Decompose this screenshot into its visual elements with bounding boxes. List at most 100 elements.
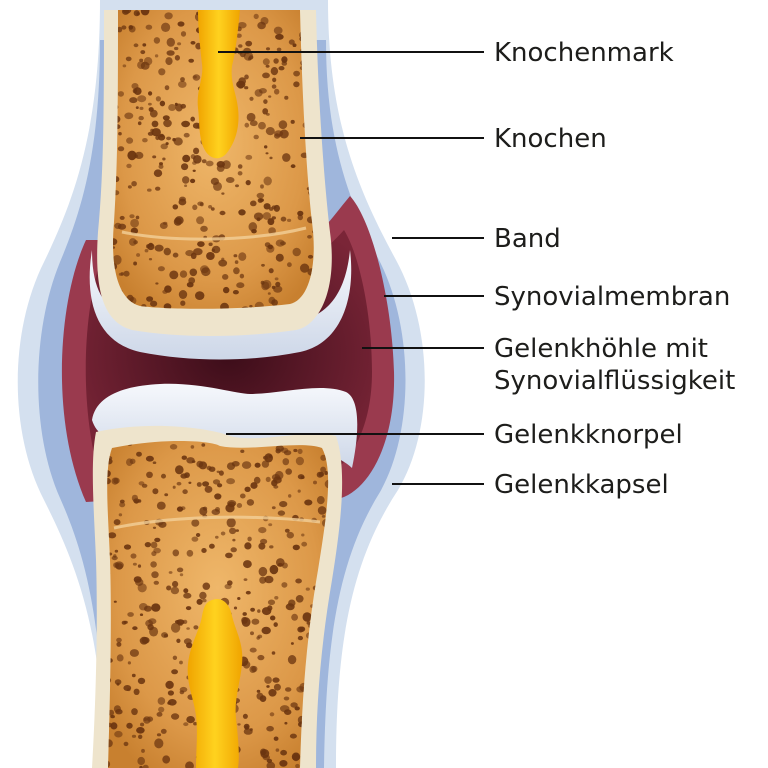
- bone-pore: [268, 689, 277, 697]
- bone-pore: [262, 108, 269, 115]
- bone-pore: [286, 531, 294, 539]
- bone-pore: [114, 730, 123, 738]
- bone-pore: [208, 205, 213, 209]
- bone-pore: [235, 184, 239, 188]
- bone-pore: [158, 706, 165, 713]
- bone-pore: [233, 267, 240, 275]
- bone-pore: [114, 549, 119, 553]
- bone-pore: [290, 702, 298, 708]
- bone-pore: [230, 547, 237, 553]
- bone-pore: [182, 619, 188, 625]
- bone-pore: [321, 515, 326, 518]
- bone-pore: [279, 760, 288, 767]
- bone-pore: [272, 677, 280, 683]
- bone-pore: [113, 554, 117, 558]
- bone-pore: [238, 252, 247, 261]
- bone-pore: [253, 212, 264, 221]
- bone-pore: [218, 470, 224, 476]
- bone-pore: [110, 715, 115, 719]
- bone-pore: [108, 532, 117, 539]
- bone-pore: [248, 222, 258, 232]
- bone-pore: [210, 207, 215, 211]
- bone-pore: [179, 270, 188, 278]
- bone-pore: [137, 677, 146, 685]
- bone-pore: [166, 585, 172, 591]
- bone-pore: [181, 455, 187, 460]
- bone-pore: [131, 181, 137, 187]
- label-synovialmembran: Synovialmembran: [494, 282, 730, 312]
- bone-pore: [292, 544, 300, 551]
- bone-pore: [242, 713, 248, 719]
- bone-pore: [141, 748, 145, 753]
- bone-pore: [264, 575, 274, 584]
- bone-pore: [282, 458, 290, 466]
- bone-pore: [271, 479, 278, 487]
- bone-pore: [139, 58, 144, 62]
- bone-pore: [249, 665, 257, 674]
- bone-pore: [133, 688, 140, 695]
- bone-pore: [241, 617, 251, 627]
- upper-bone-marrow: [197, 10, 240, 159]
- bone-pore: [192, 161, 197, 165]
- bone-pore: [145, 24, 153, 30]
- bone-pore: [183, 132, 190, 138]
- bone-pore: [266, 685, 270, 688]
- bone-pore: [114, 222, 122, 229]
- bone-pore: [148, 258, 153, 261]
- bone-pore: [287, 218, 292, 222]
- bone-pore: [250, 607, 256, 612]
- bone-pore: [256, 692, 264, 700]
- bone-pore: [246, 112, 256, 122]
- bone-pore: [257, 198, 263, 203]
- bone-pore: [262, 212, 272, 220]
- bone-pore: [171, 669, 179, 675]
- bone-pore: [182, 176, 190, 184]
- bone-pore: [172, 580, 179, 588]
- bone-pore: [244, 86, 249, 90]
- bone-pore: [190, 41, 196, 45]
- bone-pore: [245, 590, 251, 595]
- bone-pore: [107, 477, 111, 485]
- bone-pore: [237, 164, 243, 169]
- bone-pore: [122, 64, 127, 68]
- bone-pore: [220, 531, 226, 536]
- bone-pore: [145, 455, 154, 462]
- bone-pore: [182, 154, 191, 163]
- bone-pore: [153, 580, 159, 585]
- bone-pore: [204, 485, 213, 493]
- bone-pore: [201, 548, 207, 553]
- bone-pore: [271, 285, 276, 289]
- label-gelenkkapsel: Gelenkkapsel: [494, 470, 669, 500]
- bone-pore: [115, 563, 123, 570]
- bone-pore: [266, 47, 270, 51]
- bone-pore: [126, 137, 134, 144]
- bone-pore: [114, 679, 122, 685]
- bone-pore: [146, 296, 154, 302]
- bone-pore: [140, 722, 145, 727]
- bone-pore: [160, 728, 167, 734]
- bone-pore: [174, 46, 179, 51]
- bone-pore: [267, 605, 273, 611]
- bone-pore: [153, 169, 163, 177]
- bone-pore: [158, 164, 164, 169]
- bone-pore: [156, 501, 166, 510]
- bone-pore: [233, 254, 238, 258]
- bone-pore: [201, 159, 207, 164]
- bone-pore: [190, 154, 196, 160]
- bone-pore: [246, 499, 255, 506]
- bone-pore: [250, 200, 257, 207]
- bone-pore: [260, 749, 270, 759]
- bone-pore: [245, 154, 253, 160]
- bone-pore: [270, 615, 276, 621]
- bone-pore: [324, 471, 329, 475]
- bone-pore: [189, 268, 198, 277]
- label-gelenkhoehle-line-2: Synovialflüssigkeit: [494, 366, 735, 396]
- bone-pore: [265, 127, 275, 136]
- bone-pore: [195, 291, 205, 300]
- bone-pore: [299, 626, 306, 632]
- bone-pore: [292, 754, 300, 762]
- bone-pore: [216, 161, 225, 168]
- bone-pore: [277, 510, 286, 516]
- bone-pore: [126, 722, 133, 729]
- bone-pore: [273, 26, 283, 35]
